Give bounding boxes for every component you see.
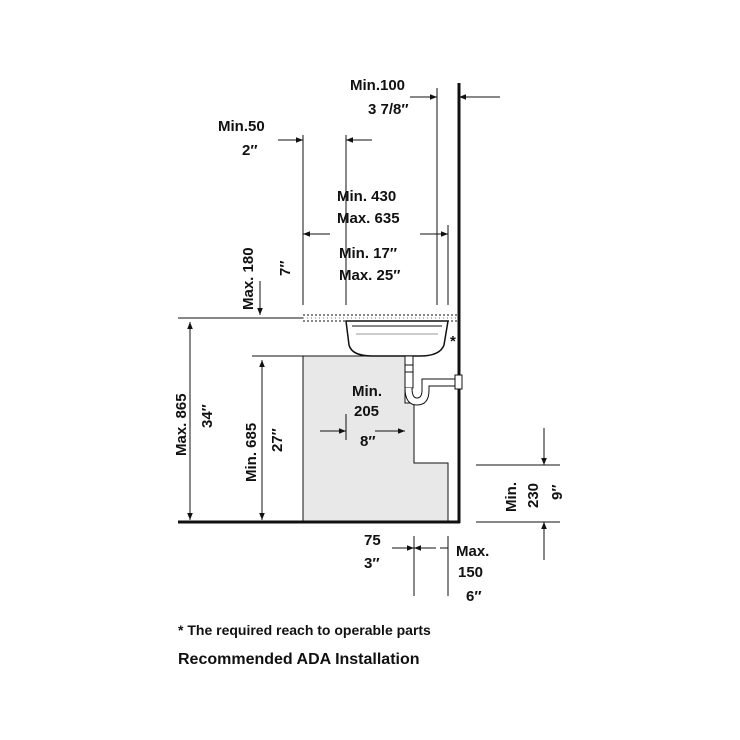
label-min100: Min.100 — [350, 77, 405, 94]
label-min100-in: 3 7/8″ — [368, 101, 409, 118]
label-min230-in: 9″ — [549, 484, 566, 500]
sink-basin — [345, 320, 449, 357]
counter-top — [303, 314, 458, 322]
label-asterisk: * — [450, 333, 456, 350]
label-min230-b: 230 — [525, 483, 542, 508]
label-max150-in: 6″ — [466, 588, 482, 605]
label-min205-in: 8″ — [360, 433, 376, 450]
label-75-in: 3″ — [364, 555, 380, 572]
label-max180-in: 7″ — [277, 260, 294, 276]
label-min230-a: Min. — [503, 482, 520, 512]
label-min430: Min. 430 — [337, 188, 396, 205]
label-max635: Max. 635 — [337, 210, 400, 227]
label-min205-a: Min. — [352, 383, 382, 400]
diagram-title: Recommended ADA Installation — [178, 651, 420, 668]
label-max865: Max. 865 — [173, 393, 190, 456]
label-min685-in: 27″ — [269, 428, 286, 452]
label-75: 75 — [364, 532, 381, 549]
label-max150-b: 150 — [458, 564, 483, 581]
drain-trap — [404, 355, 463, 406]
label-min685: Min. 685 — [243, 423, 260, 482]
label-max180: Max. 180 — [240, 247, 257, 310]
label-min205-b: 205 — [354, 403, 379, 420]
label-max865-in: 34″ — [199, 404, 216, 428]
label-min50-in: 2″ — [242, 142, 258, 159]
label-min50: Min.50 — [218, 118, 265, 135]
label-max150-a: Max. — [456, 543, 489, 560]
footnote: * The required reach to operable parts — [178, 622, 431, 638]
label-max25: Max. 25″ — [339, 267, 400, 284]
label-min17: Min. 17″ — [339, 245, 397, 262]
